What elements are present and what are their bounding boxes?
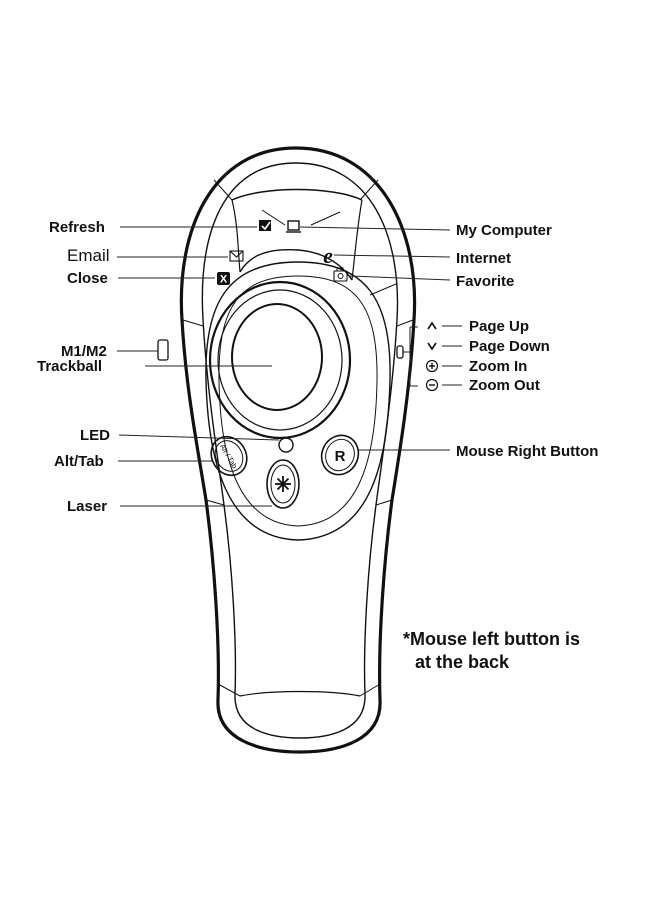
laser-button[interactable] bbox=[266, 459, 300, 509]
favorite-icon[interactable] bbox=[333, 267, 348, 282]
label-internet: Internet bbox=[456, 250, 511, 267]
label-trackball: Trackball bbox=[37, 358, 102, 375]
page-up-icon bbox=[427, 321, 437, 330]
trackball[interactable] bbox=[208, 280, 352, 440]
laser-icon bbox=[275, 476, 291, 492]
label-m1m2: M1/M2 bbox=[61, 343, 107, 360]
label-zoom-out: Zoom Out bbox=[469, 377, 540, 394]
label-led: LED bbox=[80, 427, 110, 444]
note-line-1: *Mouse left button is bbox=[403, 629, 580, 649]
label-page-down: Page Down bbox=[469, 338, 550, 355]
mouse-right-button[interactable]: R bbox=[315, 429, 365, 480]
side-nub bbox=[396, 345, 404, 359]
central-panel bbox=[205, 261, 391, 541]
label-favorite: Favorite bbox=[456, 273, 514, 290]
page-down-icon bbox=[427, 342, 437, 351]
internet-icon[interactable]: e bbox=[323, 243, 333, 268]
label-refresh: Refresh bbox=[49, 219, 105, 236]
email-icon[interactable] bbox=[229, 250, 244, 262]
label-laser: Laser bbox=[67, 498, 107, 515]
label-page-up: Page Up bbox=[469, 318, 529, 335]
label-email: Email bbox=[67, 246, 110, 265]
label-close: Close bbox=[67, 270, 108, 287]
zoom-out-icon bbox=[425, 378, 439, 392]
label-zoom-in: Zoom In bbox=[469, 358, 527, 375]
leader-lines bbox=[117, 226, 462, 507]
close-icon-glyph: X bbox=[220, 274, 228, 286]
note-line-2: at the back bbox=[415, 652, 510, 672]
device-body bbox=[157, 146, 417, 754]
zoom-in-icon bbox=[425, 359, 439, 373]
internet-icon-glyph: e bbox=[323, 243, 333, 268]
alt-tab-button-label: Alt / Tab bbox=[218, 442, 239, 470]
m1m2-switch[interactable] bbox=[157, 339, 169, 361]
label-alt-tab: Alt/Tab bbox=[54, 453, 104, 470]
label-mouse-right-button: Mouse Right Button bbox=[456, 443, 598, 460]
right-button-label: R bbox=[335, 448, 346, 465]
led-indicator bbox=[278, 437, 294, 453]
top-button-cluster bbox=[231, 188, 397, 296]
label-my-computer: My Computer bbox=[456, 222, 552, 239]
close-icon[interactable]: X bbox=[217, 272, 230, 286]
refresh-icon[interactable] bbox=[259, 220, 271, 231]
my-computer-icon[interactable] bbox=[286, 220, 301, 233]
